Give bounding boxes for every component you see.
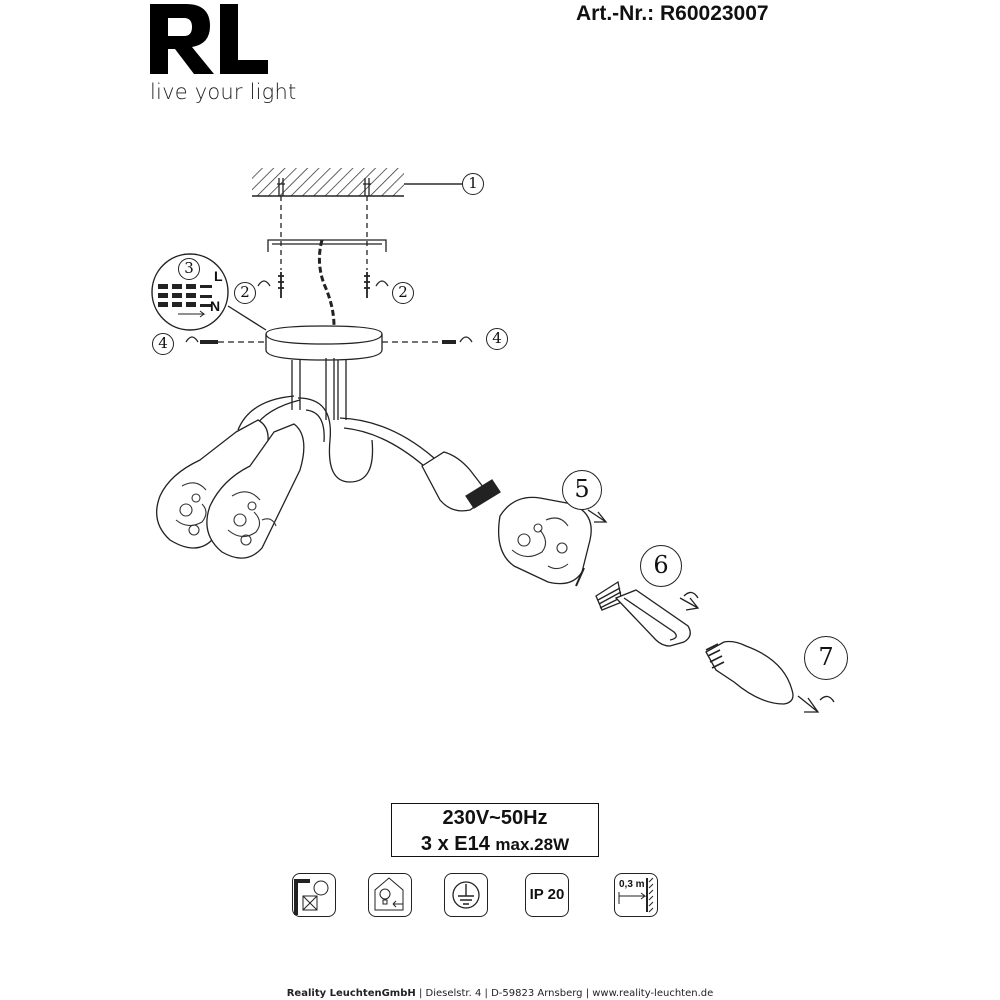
mounting-bracket [267, 239, 387, 252]
spec-bulbs-power: max.28W [495, 835, 570, 854]
canopy [265, 325, 383, 361]
callout-7: 7 [804, 636, 848, 680]
callout-5: 5 [562, 470, 602, 510]
not-covered-icon [292, 873, 336, 917]
arm-right [339, 417, 435, 467]
supply-cable [317, 239, 336, 327]
spec-bulbs: 3 x E14 max.28W [392, 831, 598, 858]
wiring-inset [151, 253, 229, 331]
footer-city: D-59823 Arnsberg [491, 988, 583, 999]
callout-4-left: 4 [152, 333, 174, 355]
ip-rating-icon: IP 20 [525, 873, 569, 917]
brand-logo [148, 0, 278, 110]
wiring-label-live: L [214, 268, 223, 284]
article-number: Art.-Nr.: R60023007 [576, 2, 769, 25]
spec-bulbs-prefix: 3 x E14 [420, 833, 490, 855]
brand-tagline: live your light [150, 80, 297, 104]
callout-2-left: 2 [234, 282, 256, 304]
screw-right [364, 272, 370, 298]
earth-ground-icon [444, 873, 488, 917]
footer-sep: | [484, 988, 488, 999]
e14-bulb [705, 640, 794, 705]
screw-left [278, 272, 284, 298]
electrical-spec-box: 230V~50Hz 3 x E14 max.28W [391, 803, 599, 857]
callout-6: 6 [640, 545, 682, 587]
spec-voltage: 230V~50Hz [442, 807, 548, 829]
wiring-label-neutral: N [210, 298, 221, 314]
callout-3: 3 [178, 258, 200, 280]
footer-company: Reality LeuchtenGmbH [286, 988, 416, 999]
callout-2-right: 2 [392, 282, 414, 304]
callout-1: 1 [462, 173, 484, 195]
footer-website[interactable]: www.reality-leuchten.de [592, 988, 714, 999]
distance-label: 0,3 m [619, 879, 645, 890]
footer-sep: | [418, 988, 423, 999]
glass-shade-2 [206, 423, 305, 559]
footer-address: Dieselstr. 4 [425, 988, 482, 999]
callout-4-right: 4 [486, 328, 508, 350]
bulb-replace-icon [368, 873, 412, 917]
footer: Reality LeuchtenGmbH | Dieselstr. 4 | D-… [0, 988, 1000, 999]
distance-icon: 0,3 m [614, 873, 658, 917]
footer-sep: | [585, 988, 590, 999]
arm-middle [297, 397, 374, 483]
ceiling [252, 168, 404, 196]
threaded-ring [595, 580, 623, 611]
